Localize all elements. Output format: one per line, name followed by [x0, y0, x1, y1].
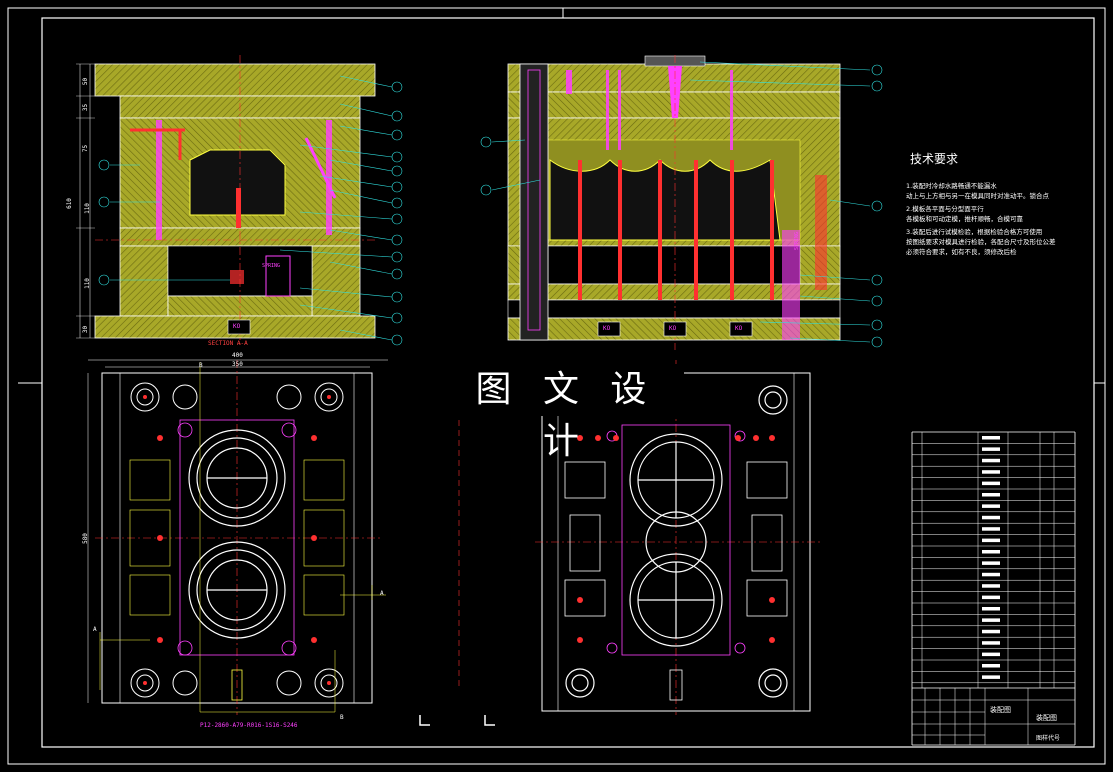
bom-cell-mark — [982, 652, 1000, 657]
section-view-right — [480, 55, 883, 350]
bom-cell-mark — [982, 618, 1000, 622]
dim-610: 610 — [65, 198, 73, 209]
ko-label-4: KO — [735, 325, 743, 332]
bom-cell-mark — [982, 675, 1000, 679]
mark-b-top: B — [199, 362, 203, 369]
bom-cell-mark — [982, 629, 1000, 634]
ko-label-3: KO — [669, 325, 677, 332]
bom-cell-mark — [982, 504, 1000, 508]
tech-requirements-title: 技术要求 — [910, 152, 959, 166]
bom-table — [911, 431, 1076, 746]
bom-cell-mark — [982, 447, 1000, 451]
bom-cell-mark — [982, 584, 1000, 588]
part-code-label: P12-2860-A79-R016-1S16-S246 — [200, 722, 298, 729]
bom-cell-mark — [982, 595, 1000, 600]
tech-note-1: 1.装配时冷却水路畅通不能漏水 — [906, 182, 997, 190]
bom-cell-mark — [982, 470, 1000, 474]
tech-note-4: 各模板和可动定模，推杆顺畅，合模可靠 — [906, 215, 1023, 223]
bom-cell-mark — [982, 572, 1000, 577]
bom-cell-mark — [982, 641, 1000, 645]
tech-note-6: 按图纸要求对模具进行检验，各配合尺寸及形位公差 — [906, 238, 1056, 246]
bom-cell-mark — [982, 458, 1000, 463]
bom-cell-mark — [982, 436, 1000, 440]
bom-cell-mark — [982, 607, 1000, 611]
bom-cell-mark — [982, 550, 1000, 554]
mark-b-bottom: B — [340, 714, 344, 721]
drawing-frame — [7, 7, 1106, 765]
mark-a-right: A — [380, 590, 384, 597]
bom-cell-mark — [982, 538, 1000, 543]
ko-label-1: KO — [233, 323, 241, 330]
plan-view-left — [87, 359, 388, 715]
tech-note-7: 必须符合要求，如有不良，须修改后检 — [906, 248, 1017, 256]
tech-note-2: 动上与上方相与另一在模具同时对准动平。锁合点 — [906, 192, 1049, 200]
bom-cell-mark — [982, 561, 1000, 565]
dim-35: 35 — [82, 103, 90, 112]
spring-label-2: SPRING — [794, 231, 801, 251]
bom-cell-mark — [982, 481, 1000, 486]
section-view-left — [76, 55, 403, 346]
dim-50: 50 — [82, 77, 90, 86]
title-block-name-2: 装配图 — [990, 706, 1011, 714]
mark-a-left: A — [93, 626, 97, 633]
spring-label-1: SPRING — [262, 263, 281, 269]
title-block-code-label: 图样代号 — [1036, 735, 1061, 742]
dim-75: 75 — [82, 144, 90, 153]
tech-note-5: 3.装配后进行试模检验，根据检验合格方可使用 — [906, 228, 1043, 236]
section-label: SECTION A-A — [208, 340, 248, 347]
bom-cell-mark — [982, 493, 1000, 497]
dim-580: 580 — [81, 533, 89, 544]
bom-cell-mark — [982, 664, 1000, 668]
dim-400: 400 — [232, 352, 243, 359]
dim-30: 30 — [82, 325, 90, 334]
tech-note-3: 2.模板各平面与分型面平行 — [906, 205, 984, 213]
dim-110-a: 110 — [83, 203, 91, 214]
plan-view-right — [419, 360, 820, 726]
bom-cell-mark — [982, 515, 1000, 520]
ko-label-2: KO — [603, 325, 611, 332]
bom-cell-mark — [982, 527, 1000, 531]
title-block-name-1: 装配图 — [1036, 714, 1057, 722]
watermark-logo: 图 文 设 计 — [448, 364, 684, 462]
dim-110-b: 110 — [83, 278, 91, 289]
dim-350: 350 — [232, 361, 243, 368]
